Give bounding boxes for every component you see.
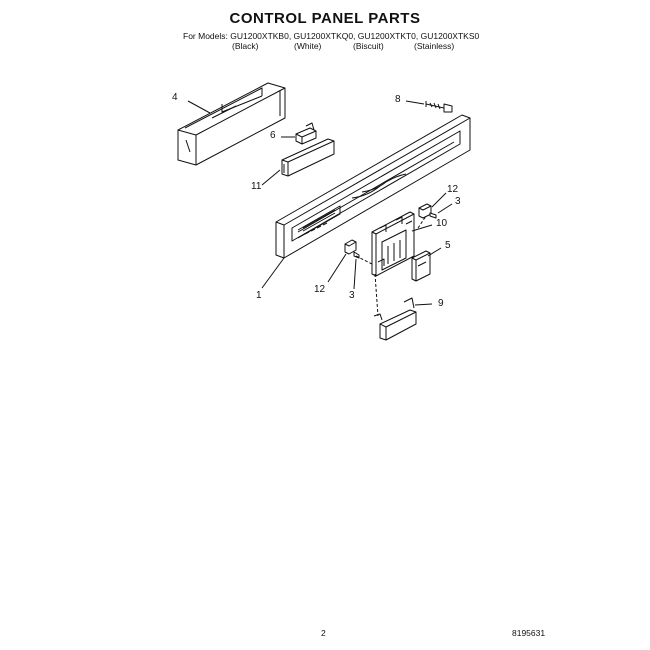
- page-title: CONTROL PANEL PARTS: [229, 10, 421, 27]
- part-8-screw: [425, 101, 453, 113]
- assembly-lines: [355, 215, 427, 317]
- callout-12-right: 12: [447, 184, 459, 195]
- callout-11: 11: [251, 181, 262, 192]
- part-6-clip: [295, 122, 317, 145]
- part-9-lower-bracket: [373, 297, 417, 341]
- part-1-control-panel: [275, 114, 471, 259]
- callout-4: 4: [172, 92, 178, 103]
- part-5-switch: [411, 250, 431, 282]
- color-white: (White): [294, 41, 322, 51]
- part-12-3-left: [344, 239, 360, 259]
- part-11-overlay: [281, 138, 335, 177]
- callout-6: 6: [270, 130, 276, 141]
- color-biscuit: (Biscuit): [353, 41, 384, 51]
- page-number: 2: [321, 628, 326, 638]
- part-12-3-right: [418, 203, 437, 219]
- callout-3-right: 3: [455, 196, 461, 207]
- part-10-bracket: [371, 211, 415, 277]
- callout-5: 5: [445, 240, 451, 251]
- callout-10: 10: [436, 218, 448, 229]
- callout-12-left: 12: [314, 284, 326, 295]
- color-stainless: (Stainless): [414, 41, 455, 51]
- color-black: (Black): [232, 41, 259, 51]
- callout-3-left: 3: [349, 290, 355, 301]
- callout-9: 9: [438, 298, 444, 309]
- callout-1: 1: [256, 290, 262, 301]
- models-line: For Models: GU1200XTKB0, GU1200XTKQ0, GU…: [183, 31, 480, 41]
- leader-lines: [187, 100, 453, 306]
- callout-8: 8: [395, 94, 401, 105]
- part-4-end-cap: [177, 82, 286, 166]
- document-code: 8195631: [512, 628, 546, 638]
